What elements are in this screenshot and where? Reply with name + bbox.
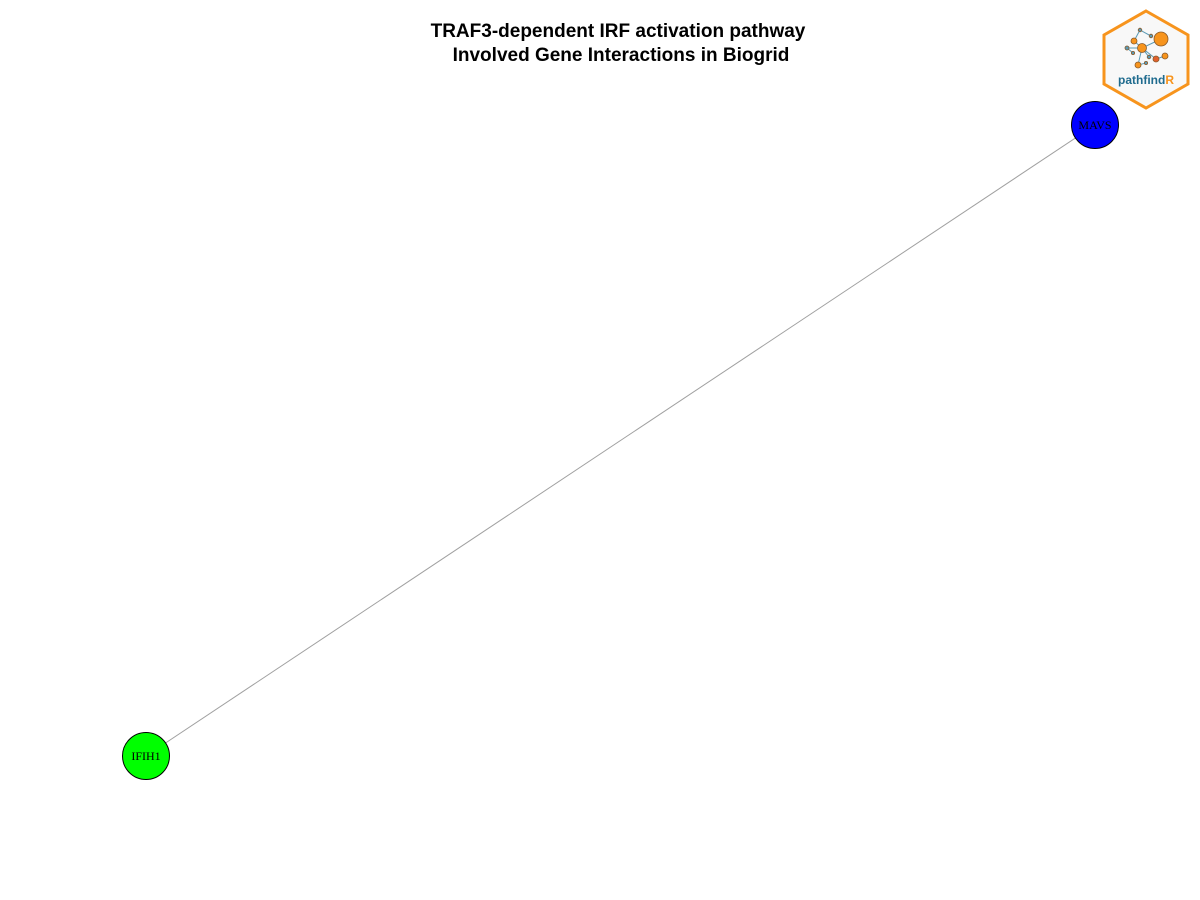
network-icon-nodes bbox=[1124, 27, 1169, 69]
node-mavs-circle bbox=[1071, 101, 1119, 149]
figure-title: TRAF3-dependent IRF activation pathway I… bbox=[0, 20, 1200, 68]
node-ifih1-circle bbox=[122, 732, 170, 780]
logo-hexagon bbox=[1102, 9, 1190, 110]
title-line-1: TRAF3-dependent IRF activation pathway bbox=[430, 21, 806, 42]
logo-text-accent: R bbox=[1165, 73, 1174, 87]
title-line-2: Involved Gene Interactions in Biogrid bbox=[452, 45, 790, 66]
edge-ifih1-mavs bbox=[145, 124, 1096, 757]
logo-text: pathfindR bbox=[1118, 73, 1174, 87]
node-mavs-label: MAVS bbox=[1078, 118, 1111, 132]
logo-text-main: pathfind bbox=[1118, 73, 1165, 87]
node-ifih1-label: IFIH1 bbox=[131, 749, 160, 763]
node-mavs: MAVS bbox=[1071, 101, 1119, 149]
pathfindr-logo: pathfindR bbox=[1102, 9, 1190, 110]
node-ifih1: IFIH1 bbox=[122, 732, 170, 780]
